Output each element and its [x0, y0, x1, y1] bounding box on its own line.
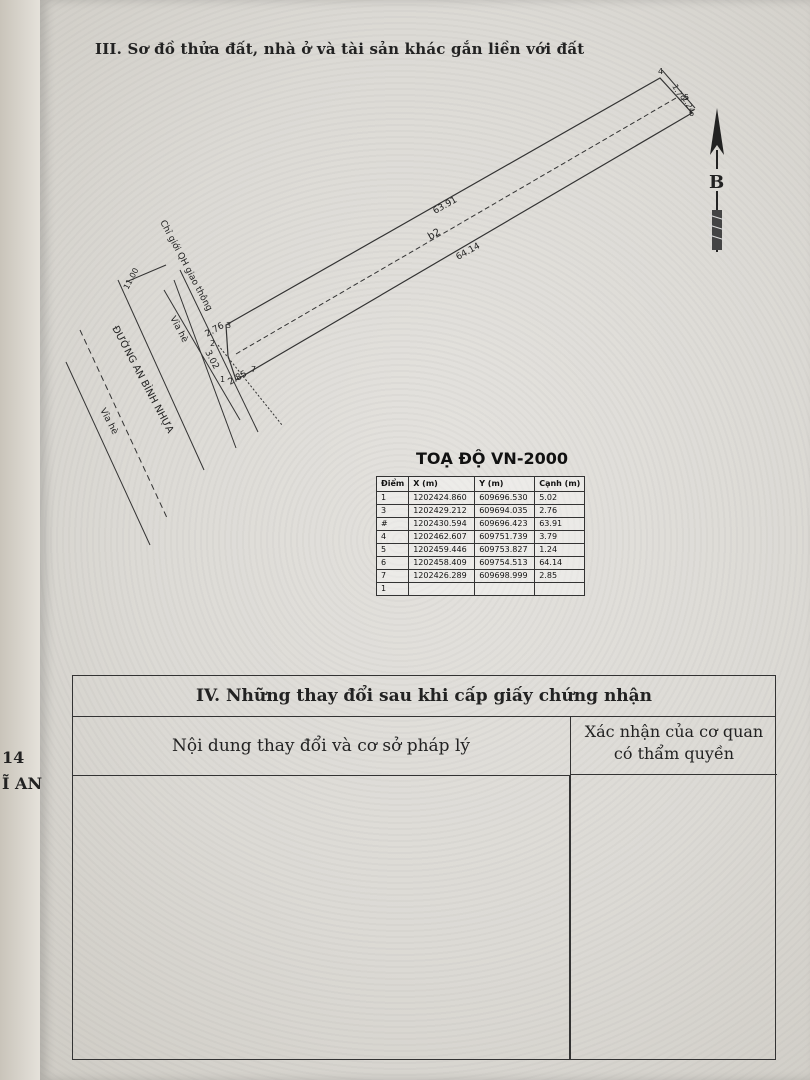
coordinates-title: TOẠ ĐỘ VN-2000: [416, 449, 568, 468]
point-1-label: 1: [220, 375, 225, 384]
cell-edge: 63.91: [534, 517, 586, 531]
changes-content-header: Nội dung thay đổi và cơ sở pháp lý: [73, 717, 569, 776]
changes-confirm-header: Xác nhận của cơ quan có thẩm quyền: [570, 717, 777, 775]
parcel-outline: [225, 77, 693, 381]
table-header-row: Điểm X (m) Y (m) Cạnh (m): [375, 476, 586, 492]
cell-point: 4: [375, 530, 410, 544]
cell-x: [408, 582, 476, 596]
cell-point: 1: [375, 582, 410, 596]
cell-x: 1202458.409: [408, 556, 476, 570]
cell-point: 5: [375, 543, 410, 557]
road-edge-1: [179, 269, 259, 433]
left-page-text-1: 14: [2, 748, 25, 767]
road-edge-4: [173, 279, 237, 449]
road-width-label: 11.00: [122, 266, 141, 290]
cell-x: 1202426.289: [408, 569, 476, 583]
north-arrow-icon: [705, 108, 729, 252]
boundary-label: Chỉ giới QH giao thông: [157, 218, 214, 313]
road-edge-3: [65, 361, 151, 546]
dim-edge-17-label: 2.85: [227, 369, 249, 387]
dim-edge-23-label: 2.76: [204, 321, 227, 340]
cell-y: 609698.999: [474, 569, 536, 583]
cell-y: 609754.513: [474, 556, 536, 570]
cell-y: 609751.739: [474, 530, 536, 544]
cell-point: 6: [375, 556, 410, 570]
road-width-line: [125, 264, 167, 283]
cell-point: 7: [375, 569, 410, 583]
header-x: X (m): [408, 476, 476, 492]
cell-edge: 3.79: [534, 530, 586, 544]
cell-edge: 5.02: [534, 491, 586, 505]
cell-point: 3: [375, 504, 410, 518]
sidewalk-left-label: Vỉa hè: [97, 406, 120, 437]
cell-y: 609753.827: [474, 543, 536, 557]
header-point: Điểm: [375, 476, 410, 492]
point-3-label: 3: [226, 321, 231, 330]
parcel-label: b2: [426, 227, 442, 243]
road-name-label: ĐƯỜNG AN BÌNH NHỰA: [109, 323, 177, 435]
north-label: B: [709, 172, 724, 193]
cell-y: 609696.423: [474, 517, 536, 531]
end-dimension-line: [661, 69, 696, 109]
cell-edge: 1.24: [534, 543, 586, 557]
point-2-label: 2: [210, 339, 215, 348]
point-7-label: 7: [251, 365, 256, 374]
boundary-dotted-line: [217, 344, 283, 426]
cell-x: 1202429.212: [408, 504, 476, 518]
header-y: Y (m): [474, 476, 536, 492]
left-page-text-2: Ĩ AN: [2, 774, 43, 793]
cell-x: 1202424.860: [408, 491, 476, 505]
planning-boundary-line: [235, 97, 677, 355]
table-row: 1: [375, 582, 586, 596]
confirm-header-line-1: Xác nhận của cơ quan: [584, 722, 764, 741]
cell-x: 1202459.446: [408, 543, 476, 557]
header-edge: Cạnh (m): [534, 476, 586, 492]
point-4-label: 4: [658, 67, 663, 76]
section-heading: III. Sơ đồ thửa đất, nhà ở và tài sản kh…: [95, 40, 585, 58]
cell-point: #: [375, 517, 410, 531]
cell-x: 1202462.607: [408, 530, 476, 544]
column-divider: [569, 775, 571, 1059]
cell-x: 1202430.594: [408, 517, 476, 531]
changes-section: IV. Những thay đổi sau khi cấp giấy chứn…: [72, 675, 777, 1060]
cell-edge: 64.14: [534, 556, 586, 570]
dim-top-label: 63.91: [432, 195, 459, 216]
changes-title: IV. Những thay đổi sau khi cấp giấy chứn…: [73, 676, 775, 717]
cell-edge: 2.85: [534, 569, 586, 583]
cell-edge: [534, 582, 586, 596]
point-5-label: 5: [684, 93, 689, 102]
road-edge-2: [117, 279, 205, 471]
point-6-label: 6: [689, 109, 694, 118]
road-centerline: [79, 329, 169, 521]
cell-y: 609694.035: [474, 504, 536, 518]
confirm-header-line-2: có thẩm quyền: [613, 744, 735, 763]
cell-point: 1: [375, 491, 410, 505]
cell-edge: 2.76: [534, 504, 586, 518]
cell-y: [474, 582, 536, 596]
cell-y: 609696.530: [474, 491, 536, 505]
